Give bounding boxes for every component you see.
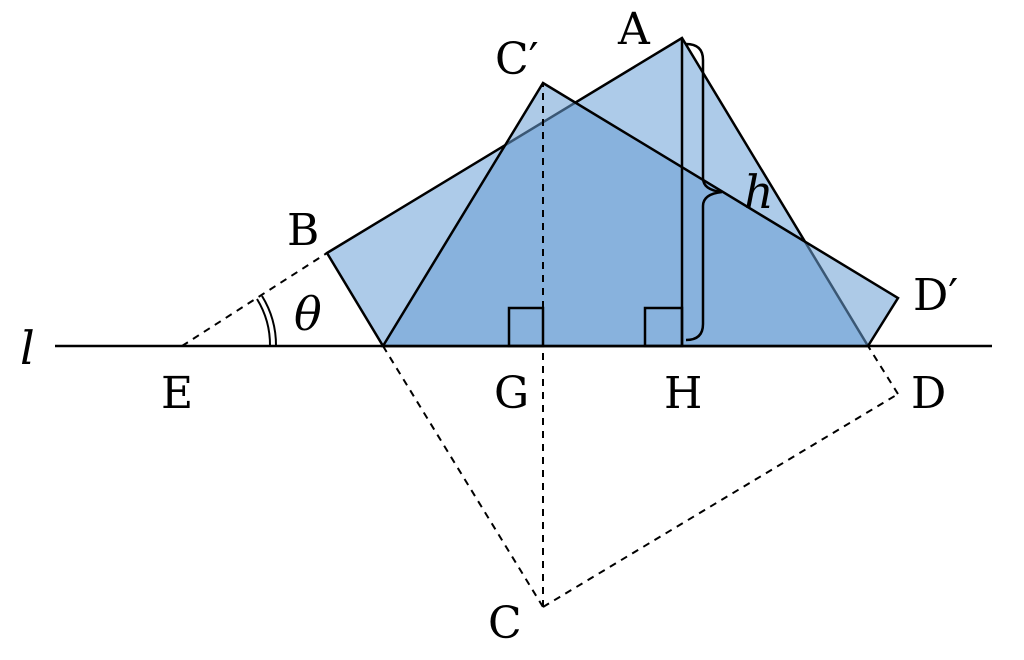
label-C: C	[488, 598, 522, 649]
angle-arc-inner	[256, 298, 272, 347]
right-angle-H	[643, 306, 684, 348]
angle-arc-outer	[261, 295, 278, 347]
label-A: A	[617, 4, 651, 55]
label-theta: θ	[294, 287, 322, 341]
dashed-C-D	[542, 393, 899, 608]
rotated-quadrilateral	[380, 81, 900, 348]
label-G: G	[494, 368, 529, 419]
dashed-E-B	[181, 252, 328, 347]
right-angle-G	[507, 306, 545, 348]
label-C-prime: C′	[495, 34, 539, 85]
label-H: H	[664, 368, 702, 419]
label-D-prime: D′	[913, 270, 958, 321]
label-E: E	[161, 368, 193, 419]
height-brace	[685, 42, 723, 342]
dashed-D-base	[867, 345, 899, 395]
label-h: h	[744, 165, 774, 219]
label-B: B	[287, 205, 319, 256]
label-D: D	[911, 368, 946, 419]
label-line-l: l	[20, 321, 35, 375]
